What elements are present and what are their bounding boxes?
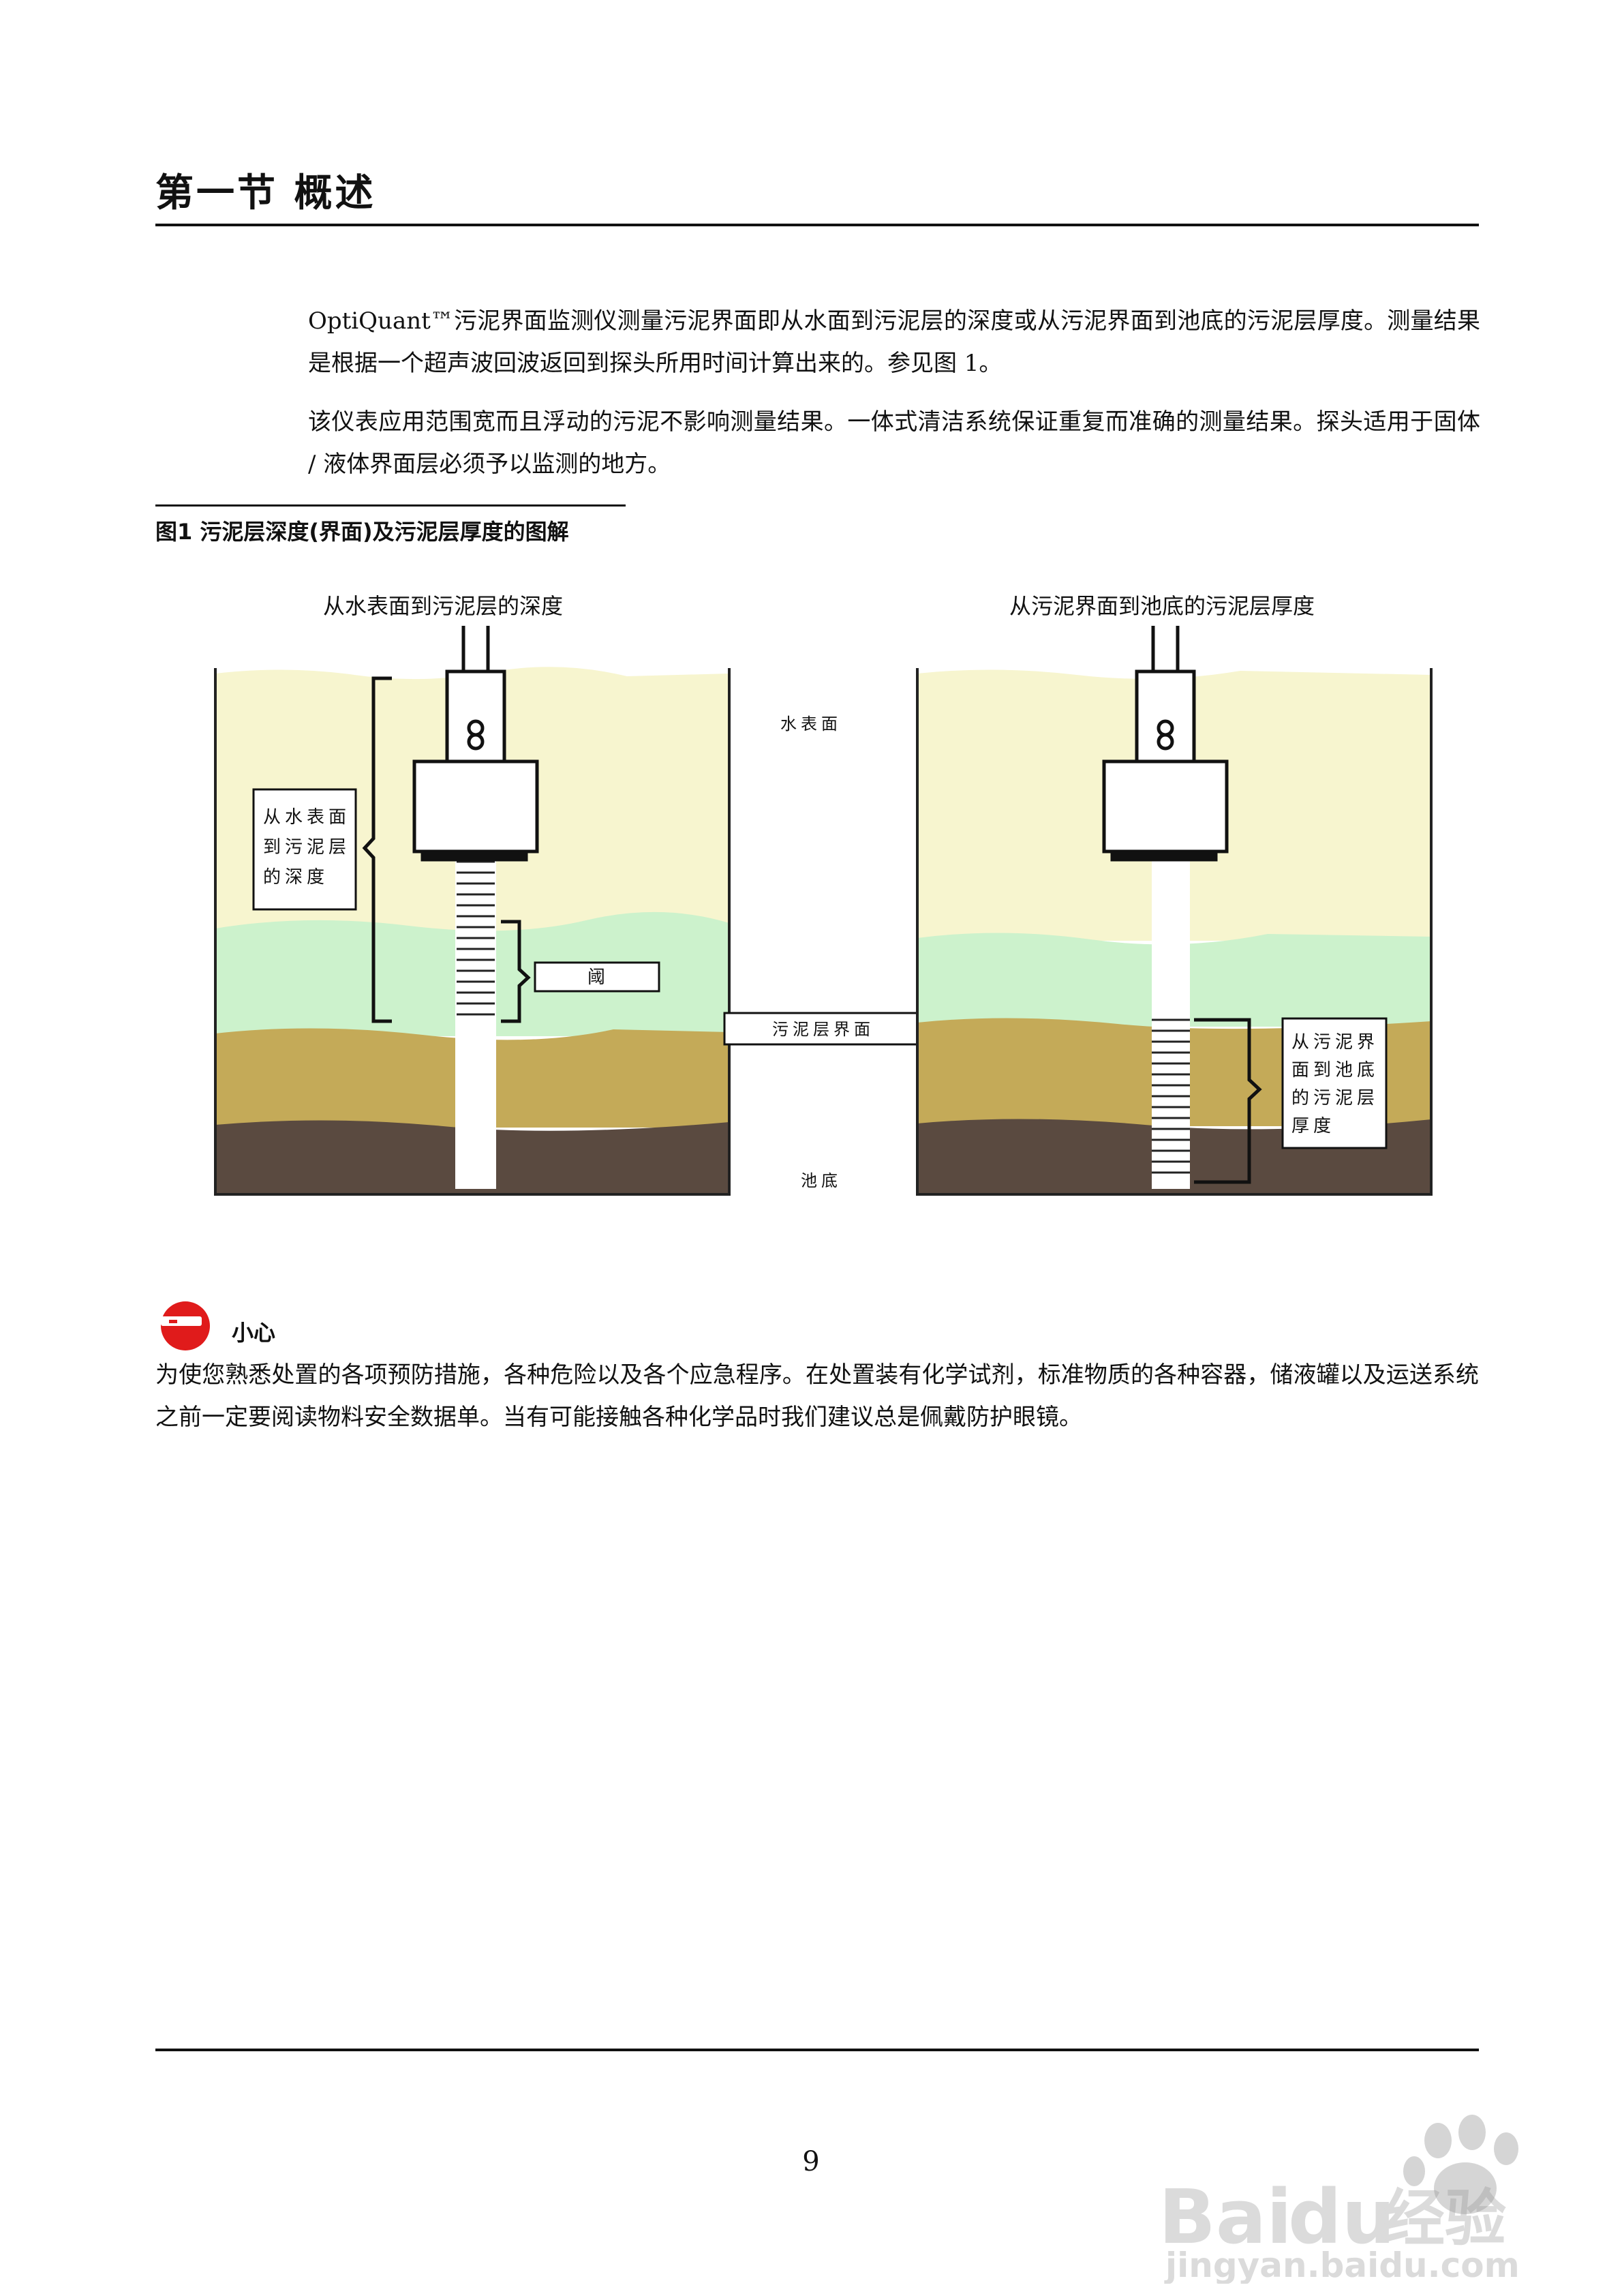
intro-paragraph-1: OptiQuant™污泥界面监测仪测量污泥界面即从水面到污泥层的深度或从污泥界面… (308, 307, 1480, 377)
right-diagram-title: 从污泥界面到池底的污泥层厚度 (1009, 593, 1315, 619)
depth-label-line-2: 到污泥层 (263, 837, 350, 858)
depth-label-line-1: 从水表面 (263, 807, 350, 828)
left-diagram-title: 从水表面到污泥层的深度 (323, 593, 563, 619)
baidu-watermark: Bai du 经验 jingyan.baidu.com (1152, 2106, 1574, 2286)
footer-rule (155, 2049, 1479, 2051)
section-title: 第一节 概述 (155, 171, 376, 215)
watermark-brand: Bai (1159, 2173, 1292, 2261)
sludge-interface-label-box (723, 1012, 923, 1046)
thickness-label-line-2: 面到池底 (1291, 1060, 1379, 1081)
depth-label-line-3: 的深度 (263, 867, 328, 888)
figure-caption: 图1 污泥层深度(界面)及污泥层厚度的图解 (155, 519, 569, 545)
safety-goggles-icon (161, 1301, 210, 1350)
left-tank-wall (214, 668, 731, 1196)
depth-label-box (252, 788, 357, 911)
watermark-url: jingyan.baidu.com (1164, 2246, 1520, 2284)
caution-label: 小心 (232, 1320, 276, 1346)
threshold-bracket (501, 920, 531, 1023)
sludge-interface-label: 污泥层界面 (772, 1020, 874, 1039)
watermark-cn: 经验 (1383, 2183, 1506, 2254)
caution-text: 为使您熟悉处置的各项预防措施，各种危险以及各个应急程序。在处置装有化学试剂，标准… (155, 1361, 1479, 1431)
header-rule (155, 224, 1479, 226)
left-tank: 从水表面 到污泥层 的深度 阈 (214, 626, 731, 1196)
tank-bottom-label: 池底 (801, 1171, 842, 1190)
intro-paragraph-2: 该仪表应用范围宽而且浮动的污泥不影响测量结果。一体式清洁系统保证重复而准确的测量… (308, 408, 1480, 478)
thickness-label-line-3: 的污泥层 (1291, 1088, 1379, 1108)
water-surface-label: 水表面 (780, 714, 842, 734)
sludge-diagram: 从水表面到污泥层的深度 从污泥界面到池底的污泥层厚度 (214, 593, 1433, 1196)
left-probe (412, 626, 539, 862)
right-tank-wall (916, 668, 1433, 1196)
page-number: 9 (802, 2146, 820, 2177)
threshold-label: 阈 (587, 967, 605, 988)
depth-bracket (362, 676, 392, 1023)
right-probe (1102, 626, 1229, 862)
thickness-label-line-4: 厚度 (1291, 1116, 1335, 1136)
right-tank: 从污泥界 面到池底 的污泥层 厚度 (916, 626, 1433, 1196)
watermark-brand-du: du (1288, 2173, 1395, 2261)
thickness-bracket (1194, 1018, 1262, 1184)
thickness-label-line-1: 从污泥界 (1291, 1032, 1379, 1053)
thickness-label-box (1281, 1017, 1388, 1149)
threshold-label-box (534, 961, 660, 993)
caption-rule (155, 504, 626, 507)
